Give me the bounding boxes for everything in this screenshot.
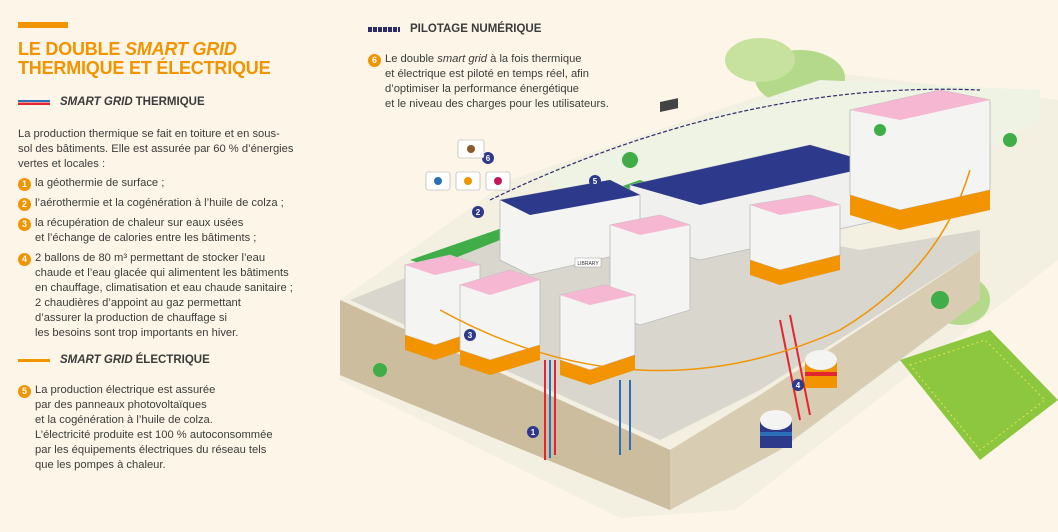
marker-6: 6 <box>486 154 491 163</box>
building-tall-right <box>849 89 991 230</box>
district-illustration: LIBRARY 1 2 3 4 5 6 <box>340 38 1058 518</box>
storage-tank-hot <box>805 350 837 388</box>
section-heading-pilotage: PILOTAGE NUMÉRIQUE <box>368 23 541 35</box>
electric-line <box>439 169 971 372</box>
number-badge: 1 <box>18 178 31 191</box>
building-right-mid <box>749 194 841 285</box>
number-badge: 6 <box>368 54 381 67</box>
svg-text:LIBRARY: LIBRARY <box>577 261 599 267</box>
library-sign <box>574 257 602 268</box>
tree-icon <box>373 124 1017 377</box>
thermal-line-icon <box>18 99 50 105</box>
hill <box>725 38 795 82</box>
building-mid <box>499 179 641 276</box>
marker-2: 2 <box>476 208 481 217</box>
number-badge: 5 <box>18 385 31 398</box>
legend-panel: LE DOUBLE SMART GRID THERMIQUE ET ÉLECTR… <box>0 0 350 532</box>
thermal-pipe <box>544 360 556 460</box>
building-front-3 <box>559 284 636 385</box>
digital-line <box>489 88 981 201</box>
electric-line-icon <box>18 358 50 362</box>
scene-markers: 1 2 3 4 5 6 <box>464 152 804 438</box>
rapeseed-field <box>900 330 1058 460</box>
accent-bar <box>18 22 68 28</box>
building-front-2 <box>459 269 541 375</box>
marker-3: 3 <box>468 331 473 340</box>
storage-tank-cold <box>760 410 792 448</box>
marker-4: 4 <box>796 381 801 390</box>
digital-line-icon <box>368 26 400 32</box>
marker-5: 5 <box>593 177 598 186</box>
number-badge: 4 <box>18 253 31 266</box>
number-badge: 2 <box>18 198 31 211</box>
thermal-pipe <box>779 314 811 421</box>
marker-1: 1 <box>531 428 536 437</box>
page-title: LE DOUBLE SMART GRID THERMIQUE ET ÉLECTR… <box>18 39 271 78</box>
thermal-pipe <box>619 380 631 455</box>
thermique-intro: La production thermique se fait en toitu… <box>18 128 294 170</box>
people-icons <box>425 139 511 191</box>
number-badge: 3 <box>18 218 31 231</box>
